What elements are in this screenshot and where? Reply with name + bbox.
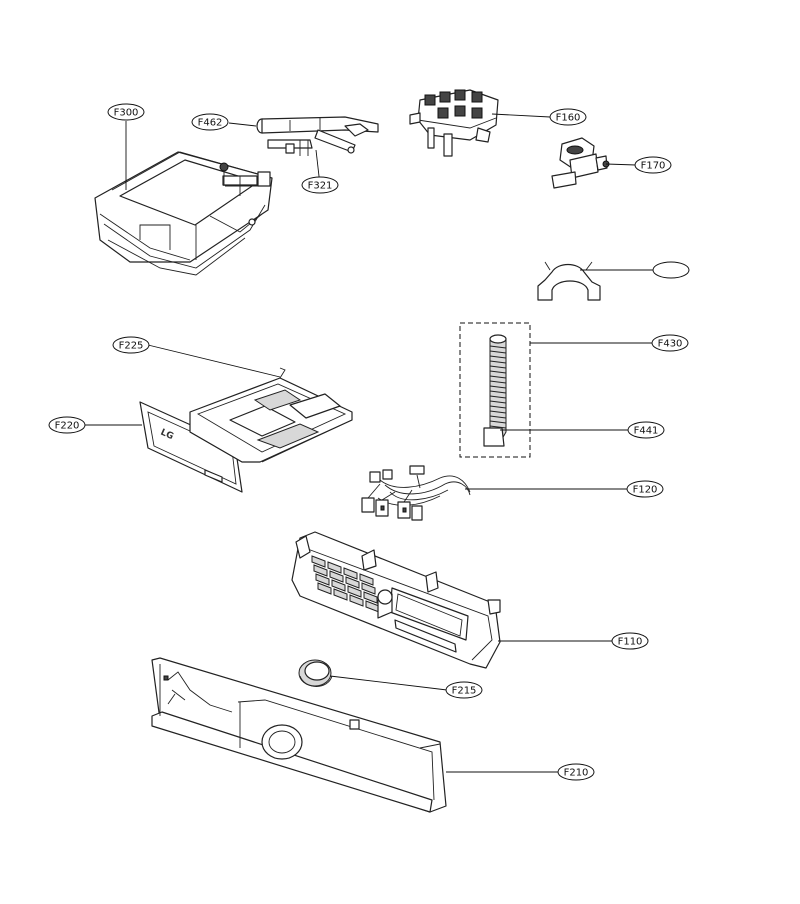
callout-f170: F170 xyxy=(634,156,672,174)
frame-slot xyxy=(329,570,344,583)
callout-f441: F441 xyxy=(627,421,665,439)
hose-rib xyxy=(489,415,507,419)
hose-rib xyxy=(489,405,507,409)
callout-text: F110 xyxy=(618,637,643,648)
callout-f321: F321 xyxy=(301,176,339,194)
callout-oval xyxy=(651,334,689,352)
hose-rib xyxy=(489,345,507,349)
callout-text: F321 xyxy=(308,181,333,192)
hose-rib xyxy=(489,395,507,399)
hose-rib xyxy=(489,410,507,414)
part-hose-clip xyxy=(537,261,601,301)
part-control-panel xyxy=(151,657,447,813)
callout-f210: F210 xyxy=(557,763,595,781)
part-detergent-drawer: LG xyxy=(139,367,353,493)
callout-oval xyxy=(627,421,665,439)
callout-f220: F220 xyxy=(48,416,86,434)
hose-rib xyxy=(489,380,507,384)
hose-rib xyxy=(489,385,507,389)
callout-oval xyxy=(626,480,664,498)
callout-f110: F110 xyxy=(611,632,649,650)
part-inlet-valve-multi xyxy=(409,89,499,157)
callout-oval xyxy=(191,113,229,131)
callout-text: F220 xyxy=(55,421,80,432)
hose-rib xyxy=(489,375,507,379)
frame-slot xyxy=(327,561,342,574)
callout-oval xyxy=(652,261,690,279)
callout-f120: F120 xyxy=(626,480,664,498)
frame-slot xyxy=(359,573,374,586)
callout-text: F170 xyxy=(641,161,666,172)
callout-text: F441 xyxy=(634,426,659,437)
hose-rib xyxy=(489,425,507,429)
frame-slot xyxy=(311,555,326,568)
callout-f462: F462 xyxy=(191,113,229,131)
callout-text: F430 xyxy=(658,339,683,350)
callout-f300: F300 xyxy=(107,103,145,121)
callout-oval xyxy=(634,156,672,174)
callout-f225: F225 xyxy=(112,336,150,354)
callout-text: F160 xyxy=(556,113,581,124)
callout-oval xyxy=(549,108,587,126)
callout-oval xyxy=(112,336,150,354)
hose-rib xyxy=(489,350,507,354)
frame-slot xyxy=(331,579,346,592)
part-drain-hose xyxy=(459,322,531,458)
callout-text: F225 xyxy=(119,341,144,352)
part-dispenser-housing xyxy=(94,151,273,276)
frame-slot xyxy=(343,567,358,580)
frame-slot xyxy=(347,585,362,598)
callout-oval xyxy=(557,763,595,781)
frame-slot xyxy=(345,576,360,589)
drawer-logo: LG xyxy=(159,428,175,442)
callout-oval xyxy=(611,632,649,650)
frame-slot xyxy=(363,591,378,604)
leader-lines xyxy=(85,113,653,773)
callout-text: F210 xyxy=(564,768,589,779)
hose-rib xyxy=(489,360,507,364)
callout-text: F462 xyxy=(198,118,223,129)
part-wiring-harness xyxy=(361,465,471,521)
callout-text: F300 xyxy=(114,108,139,119)
frame-button-grid xyxy=(311,555,380,613)
callout-text: F215 xyxy=(452,686,477,697)
hose-ribs xyxy=(489,345,507,429)
hose-rib xyxy=(489,390,507,394)
callout-f215: F215 xyxy=(445,681,483,699)
part-knob xyxy=(298,659,333,687)
callout-f430: F430 xyxy=(651,334,689,352)
hose-rib xyxy=(489,420,507,424)
frame-slot xyxy=(333,588,348,601)
part-inlet-valve-single xyxy=(551,137,610,189)
frame-slot xyxy=(317,582,332,595)
callout-oval xyxy=(48,416,86,434)
part-hose-set xyxy=(256,116,379,156)
frame-slot xyxy=(313,564,328,577)
hose-rib xyxy=(489,370,507,374)
hose-rib xyxy=(489,355,507,359)
hose-rib xyxy=(489,365,507,369)
hose-rib xyxy=(489,400,507,404)
frame-slot xyxy=(349,594,364,607)
callout-oval xyxy=(445,681,483,699)
part-control-frame xyxy=(291,531,501,669)
callout-unlabeled xyxy=(652,261,690,279)
callout-oval xyxy=(107,103,145,121)
frame-slot xyxy=(315,573,330,586)
callout-f160: F160 xyxy=(549,108,587,126)
callout-text: F120 xyxy=(633,485,658,496)
callout-oval xyxy=(301,176,339,194)
frame-slot xyxy=(361,582,376,595)
